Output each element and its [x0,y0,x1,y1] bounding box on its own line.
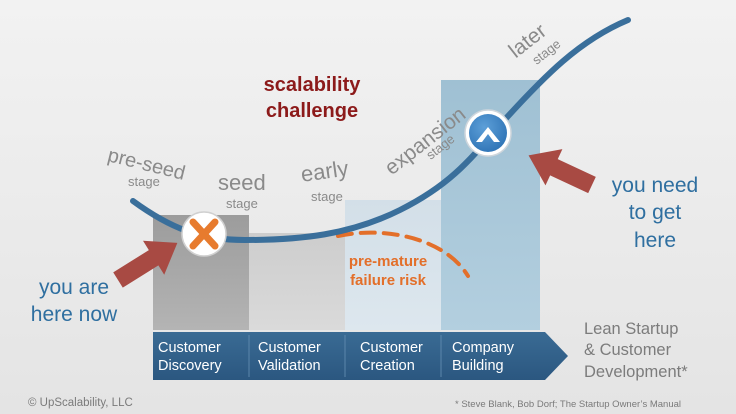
you-are-here-line: you are [38,276,110,299]
lean-line: & Customer [584,341,672,360]
title-line: scalability [263,74,361,96]
chevron-up-icon [464,109,512,157]
step-line: Discovery [158,358,222,375]
pointer-arrow-right [528,149,596,194]
stage-sub-seed: stage [226,196,258,211]
step-line: Customer [258,340,321,356]
pointer-arrow-left [113,240,178,288]
process-band-arrow [153,332,568,380]
source-citation: * Steve Blank, Bob Dorf; The Startup Own… [455,399,682,410]
step-line: Company [452,340,515,356]
you-need-line: to get [628,201,682,225]
stage-sub-pre-seed: stage [128,174,160,189]
step-line: Creation [360,358,415,375]
lean-line: Lean Startup [584,320,679,338]
step-customer-discovery: Customer Discovery [158,339,222,375]
you-need-line: you need [611,174,699,197]
lean-line: Development* [584,362,688,381]
step-line: Customer [158,340,221,356]
failure-risk-arc [336,230,470,278]
risk-line: failure risk [350,271,426,289]
stage-sub-early: stage [311,189,343,204]
title-line: challenge [265,100,359,122]
column-creation [345,200,441,330]
lean-startup-label: Lean Startup & Customer Development* [584,319,688,383]
step-company-building: Company Building [452,339,514,375]
copyright: © UpScalability, LLC [28,397,133,409]
stage-label-seed: seed [218,170,266,195]
step-customer-validation: Customer Validation [258,339,321,375]
risk-line: pre-mature [348,253,428,270]
step-line: Building [452,358,504,375]
step-customer-creation: Customer Creation [360,339,423,375]
diagram-title: scalability challenge [250,72,374,124]
you-are-here-line: here now [30,303,118,327]
failure-risk-label: pre-mature failure risk [332,253,444,291]
step-line: Customer [360,340,423,356]
you-are-here-label: you are here now [22,274,126,329]
you-need-line: here [633,228,677,252]
x-mark-icon [181,211,227,257]
step-line: Validation [258,358,321,375]
you-need-label: you need to get here [596,172,714,254]
column-validation [249,233,345,330]
